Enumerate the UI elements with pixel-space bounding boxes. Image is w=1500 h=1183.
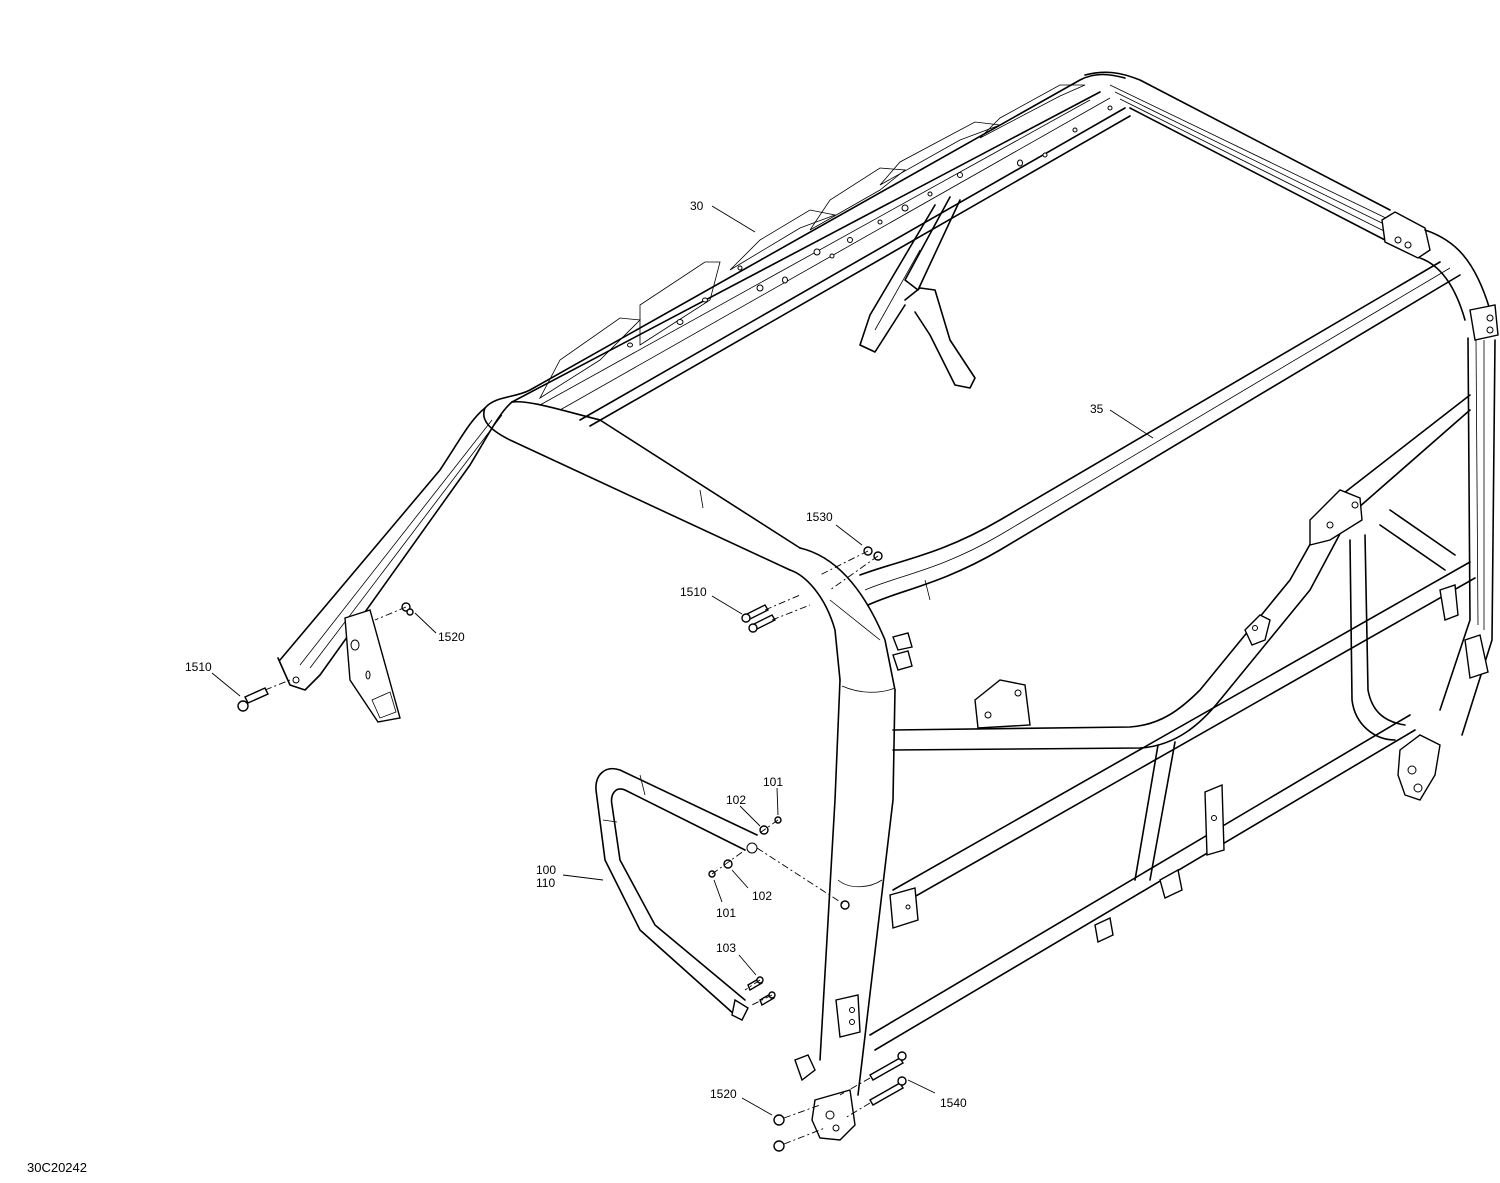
callout-102-upper[interactable]: 102 (726, 793, 747, 807)
callout-101-lower[interactable]: 101 (716, 906, 737, 920)
leader-lines (211, 205, 1154, 1116)
callout-100-110[interactable]: 100 110 (536, 863, 557, 890)
main-cage-frame (277, 261, 1476, 1141)
drawing-id: 30C20242 (27, 1160, 87, 1175)
mounting-holes (627, 105, 1113, 348)
callout-30[interactable]: 30 (690, 199, 704, 213)
callout-101-upper[interactable]: 101 (763, 775, 784, 789)
rear-roof-rail (1084, 71, 1499, 736)
assembly-lines (264, 550, 879, 1145)
callout-35[interactable]: 35 (1090, 402, 1104, 416)
roof-front-section (484, 73, 1131, 427)
callout-1520-lower[interactable]: 1520 (710, 1087, 737, 1101)
grab-handle[interactable] (595, 768, 758, 1021)
callout-103[interactable]: 103 (716, 941, 737, 955)
callout-1510-upper[interactable]: 1510 (680, 585, 707, 599)
callout-102-lower[interactable]: 102 (752, 889, 773, 903)
callout-1540[interactable]: 1540 (940, 1096, 967, 1110)
callout-1530[interactable]: 1530 (806, 510, 833, 524)
callout-1510-lower[interactable]: 1510 (185, 660, 212, 674)
callout-1520-upper[interactable]: 1520 (438, 630, 465, 644)
